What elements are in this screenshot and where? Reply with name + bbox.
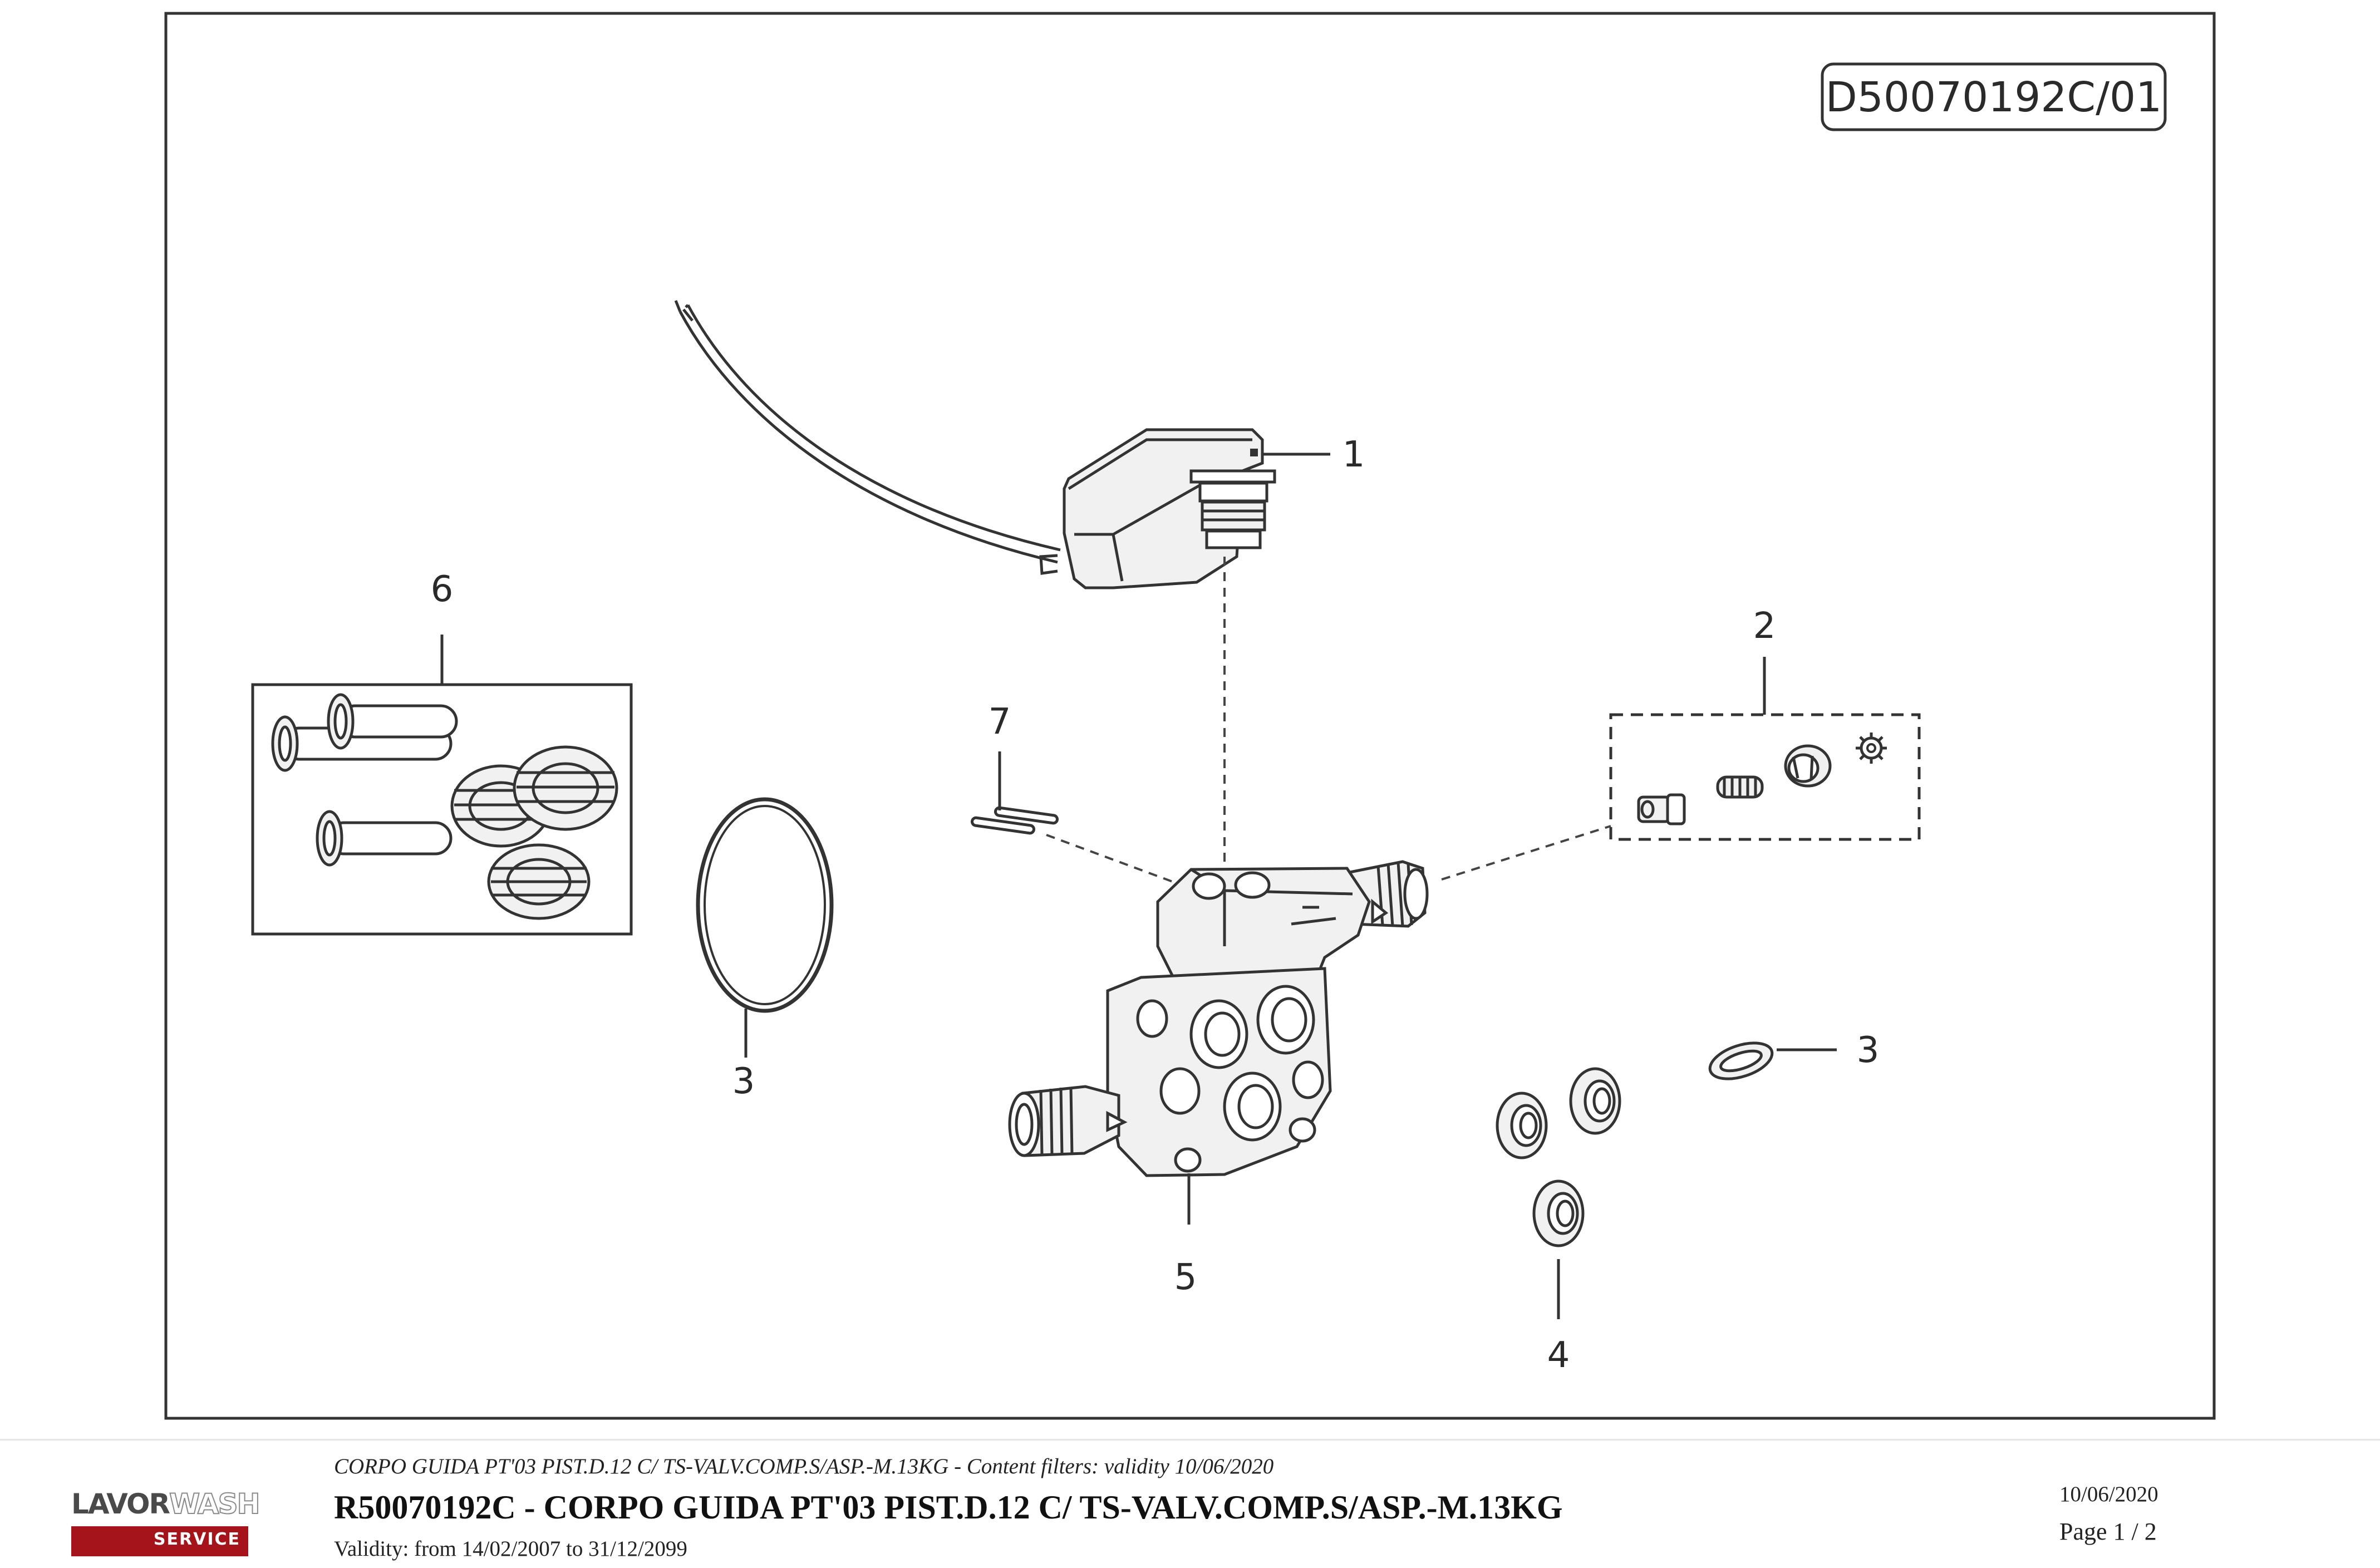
part-3-large-oring: 3 [696, 797, 834, 1102]
drawing-code-badge: D50070192C/01 [1821, 62, 2167, 131]
part-2-valve-kit: 2 [1609, 606, 1921, 841]
callout-1: 1 [1343, 434, 1365, 475]
logo-brand-a: LAVOR [71, 1488, 170, 1520]
footer-date: 10/06/2020 [2059, 1482, 2158, 1506]
footer-divider [0, 1439, 2380, 1441]
logo-service-text: SERVICE [153, 1530, 240, 1549]
logo-brand-b: WASH [169, 1487, 260, 1521]
assembly-line-7 [1046, 834, 1197, 892]
footer-subtitle: CORPO GUIDA PT'03 PIST.D.12 C/ TS-VALV.C… [334, 1454, 1274, 1478]
part-6-pistons-springs: 6 [251, 569, 633, 936]
lavorwash-service-logo: LAVORWASH SERVICE [71, 1486, 260, 1559]
part-3-oval-seal: 3 [1708, 1030, 1880, 1080]
logo-service-bar: SERVICE [71, 1526, 248, 1556]
callout-6: 6 [431, 569, 454, 610]
callout-7: 7 [989, 701, 1011, 743]
part-7-pins: 7 [970, 701, 1059, 835]
drawing-code: D50070192C/01 [1826, 73, 2162, 121]
drawing-frame [164, 12, 2216, 1420]
callout-4: 4 [1547, 1335, 1570, 1376]
logo-wordmark: LAVORWASH [71, 1486, 260, 1522]
part-5-pump-head: 5 [1008, 860, 1429, 1298]
footer-page-number: Page 1 / 2 [2059, 1518, 2157, 1545]
footer-validity: Validity: from 14/02/2007 to 31/12/2099 [334, 1537, 687, 1561]
part-4-seals: 4 [1496, 1067, 1621, 1376]
callout-3-right: 3 [1857, 1030, 1880, 1071]
callout-2: 2 [1753, 606, 1776, 647]
assembly-line-2 [1441, 825, 1611, 881]
part-1-pressure-switch: 1 [674, 300, 1365, 589]
footer-title: R50070192C - CORPO GUIDA PT'03 PIST.D.12… [334, 1489, 1563, 1526]
callout-3-left: 3 [732, 1061, 755, 1102]
callout-5: 5 [1174, 1257, 1197, 1298]
